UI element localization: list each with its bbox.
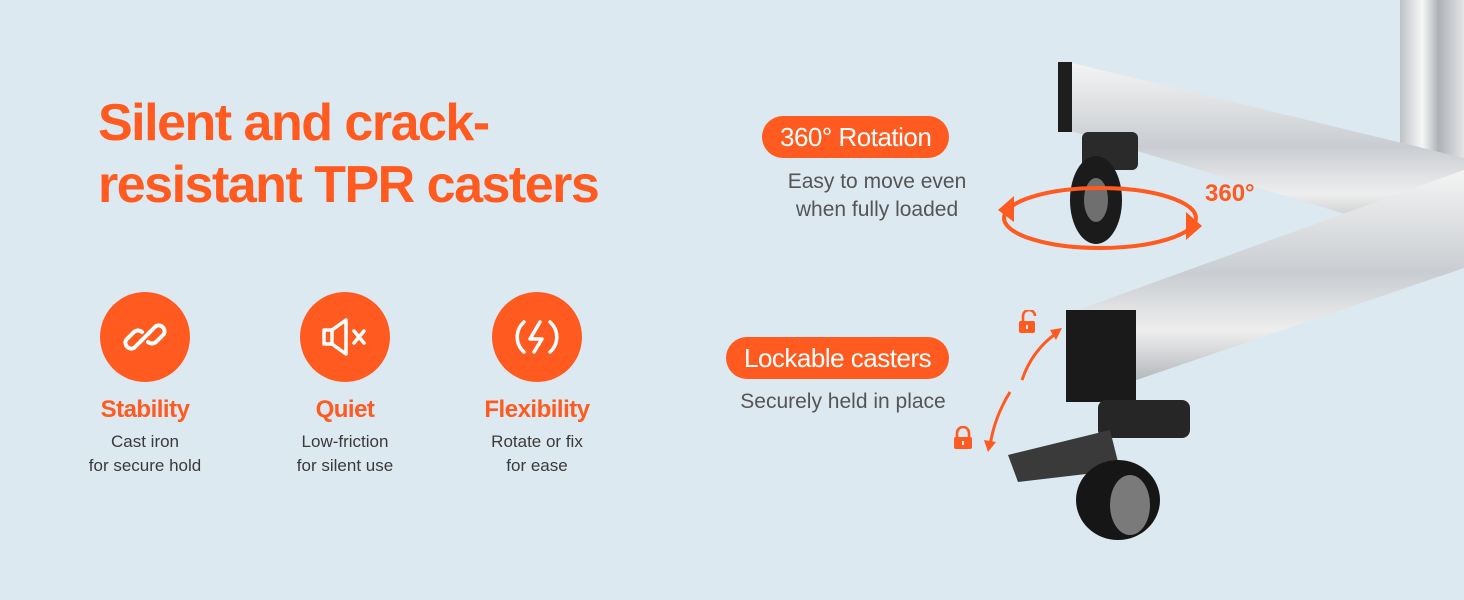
- title-line-1: Silent and crack-: [98, 94, 490, 152]
- rotation-description: Easy to move even when fully loaded: [752, 168, 1002, 224]
- feature-name: Stability: [100, 396, 190, 423]
- link-icon: [100, 292, 190, 382]
- lockable-label-pill: Lockable casters: [726, 337, 950, 379]
- feature-description-line: for ease: [506, 456, 568, 475]
- lightning-icon: [492, 292, 582, 382]
- feature-name: Quiet: [315, 396, 375, 423]
- feature-description-line: for secure hold: [88, 456, 202, 475]
- rotation-degree-label: 360°: [1205, 180, 1255, 207]
- title-line-2: resistant TPR casters: [98, 156, 600, 214]
- lockable-description: Securely held in place: [716, 388, 970, 416]
- rotation-label-pill: 360° Rotation: [762, 116, 950, 158]
- unlock-icon: [1019, 310, 1037, 333]
- rotation-description-line: Easy to move even: [787, 170, 967, 193]
- lockable-description-line: Securely held in place: [740, 390, 946, 413]
- lock-icon: [954, 426, 972, 449]
- page-title: Silent and crack- resistant TPR casters: [98, 92, 718, 216]
- feature-flexibility: Flexibility Rotate or fix for ease: [442, 292, 632, 478]
- feature-description: Cast iron for secure hold: [50, 430, 240, 478]
- feature-quiet: Quiet Low-friction for silent use: [250, 292, 440, 478]
- feature-description-line: Rotate or fix: [491, 432, 583, 451]
- rotation-description-line: when fully loaded: [795, 198, 959, 221]
- speaker-mute-icon: [300, 292, 390, 382]
- feature-stability: Stability Cast iron for secure hold: [50, 292, 240, 478]
- feature-description-line: Cast iron: [110, 432, 180, 451]
- feature-description-line: Low-friction: [301, 432, 389, 451]
- feature-description: Low-friction for silent use: [250, 430, 440, 478]
- feature-description-line: for silent use: [296, 456, 394, 475]
- feature-name: Flexibility: [484, 396, 590, 423]
- feature-description: Rotate or fix for ease: [442, 430, 632, 478]
